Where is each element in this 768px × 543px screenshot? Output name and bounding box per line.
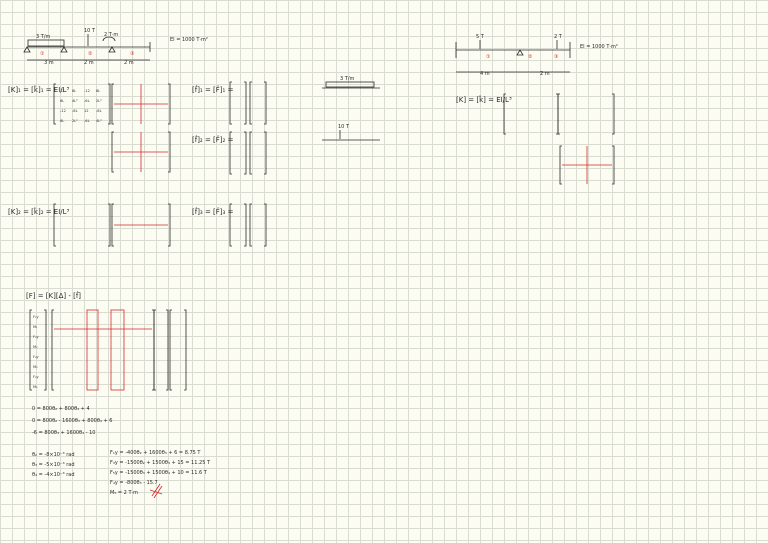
load-right-label: 2 T: [554, 34, 563, 40]
stiffness-k2: [K]₂ = [k̂]₂ = EI/L³: [8, 203, 171, 247]
svg-text:-6L: -6L: [84, 119, 90, 123]
stiffness-right: [K] = [k̂] = EI/L³: [456, 93, 615, 185]
svg-text:12: 12: [60, 89, 65, 93]
local-matrix-k1: 12 6L -12 6L 6L 4L² -6L 2L² -12 -6L 12 -6L 6L 2L² -…: [60, 89, 102, 123]
svg-text:10 T: 10 T: [338, 124, 350, 130]
k2-label: [K]₂ = [k̂]₂ = EI/L³: [8, 208, 70, 216]
svg-text:6L: 6L: [60, 119, 64, 123]
free-body-sketches: 3 T/m 10 T: [322, 76, 380, 141]
svg-text:F₅y: F₅y: [33, 375, 40, 379]
span-c: 2 m: [124, 60, 134, 66]
svg-text:-12: -12: [60, 109, 66, 113]
solve-line-3: -6 = 800θ₃ + 1600θ₄ - 10: [32, 430, 95, 436]
ei-label: EI = 1000 T·m²: [170, 37, 208, 43]
support-icon: [516, 49, 524, 56]
node-label-1: ①: [40, 51, 45, 57]
node-label-1: ①: [486, 54, 491, 60]
f1-label: [f̂]₁ = [F̂]₁ =: [192, 86, 234, 94]
udl-block: [27, 39, 65, 47]
global-equation: [F] = [K][Δ] - [f̂]: [26, 292, 81, 300]
span-a: 4 m: [480, 71, 490, 77]
support-3-icon: [108, 46, 116, 53]
hatch-mark-icon: [149, 483, 163, 499]
span-a: 3 m: [44, 60, 54, 66]
svg-text:-6L: -6L: [84, 99, 90, 103]
reaction-5: M₅ = 2 T·m: [110, 490, 138, 496]
load-left-label: 5 T: [476, 34, 485, 40]
udl-label: 3 T/m: [36, 34, 51, 40]
top-left-beam-diagram: 3 T/m 10 T 2 T·m ① ② ③ 3 m 2 m 2 m EI = …: [23, 28, 208, 66]
ei-label: EI = 1000 T·m²: [580, 44, 618, 50]
support-2-icon: [60, 46, 68, 53]
theta-2: θ₂ = -8×10⁻³ rad: [32, 452, 75, 458]
svg-text:M₂: M₂: [33, 345, 38, 349]
svg-text:-12: -12: [84, 89, 90, 93]
global-system: [F] = [K][Δ] - [f̂] F₁y M₁ F₃y M₂ F₄y M₃…: [26, 292, 187, 391]
reaction-3: F₅y = -1500θ₃ + 1500θ₄ + 10 = 11.6 T: [110, 470, 208, 476]
svg-text:4L²: 4L²: [72, 99, 78, 103]
node-label-3: ③: [130, 51, 134, 57]
svg-text:4L²: 4L²: [96, 119, 102, 123]
theta-results: θ₂ = -8×10⁻³ rad θ₃ = -5×10⁻³ rad θ₄ = -…: [32, 452, 75, 478]
reaction-1: F₁y = -400θ₂ + 1600θ₃ + 6 = 8.75 T: [110, 450, 201, 456]
solve-line-1: 0 = 800θ₂ + 800θ₃ + 4: [32, 406, 90, 412]
support-1-icon: [23, 46, 31, 53]
svg-text:2L²: 2L²: [96, 99, 102, 103]
moment-arc: [102, 36, 116, 42]
svg-text:M₁: M₁: [33, 325, 38, 329]
svg-text:M₅: M₅: [33, 385, 38, 389]
right-beam-diagram: 5 T 2 T ① ② ③ 4 m 2 m EI = 1000 T·m²: [455, 34, 618, 77]
svg-text:-6L: -6L: [72, 109, 78, 113]
span-b: 2 m: [540, 71, 550, 77]
solve-line-2: 0 = 800θ₂ - 1600θ₃ + 800θ₄ + 6: [32, 418, 112, 424]
svg-text:2L²: 2L²: [72, 119, 78, 123]
stiffness-k1: [K]₁ = [k̂]₁ = EI/L³ 12 6L -12 6L 6L 4L² -6L 2…: [8, 83, 171, 173]
moment-label: 2 T·m: [104, 32, 118, 38]
f3-label: [f̂]₃ = [F̂]₃ =: [192, 208, 234, 216]
point-load-label: 10 T: [84, 28, 96, 34]
svg-text:F₁y: F₁y: [33, 315, 40, 319]
svg-text:6L: 6L: [60, 99, 64, 103]
theta-4: θ₄ = -4×10⁻³ rad: [32, 472, 75, 478]
theta-3: θ₃ = -5×10⁻³ rad: [32, 462, 75, 468]
svg-text:3 T/m: 3 T/m: [340, 76, 355, 82]
svg-text:6L: 6L: [96, 89, 100, 93]
fixed-end-forces: [f̂]₁ = [F̂]₁ = [f̂]₂ = [F̂]₂ = [f̂]₃ = …: [192, 81, 267, 247]
node-label-2: ②: [528, 54, 533, 60]
k1-label: [K]₁ = [k̂]₁ = EI/L³: [8, 86, 70, 94]
solution-equations: 0 = 800θ₂ + 800θ₃ + 4 0 = 800θ₂ - 1600θ₃…: [32, 406, 112, 436]
svg-text:6L: 6L: [72, 89, 76, 93]
svg-text:F₄y: F₄y: [33, 355, 40, 359]
span-b: 2 m: [84, 60, 94, 66]
svg-text:M₃: M₃: [33, 365, 38, 369]
node-label-3: ③: [554, 54, 558, 60]
f2-label: [f̂]₂ = [F̂]₂ =: [192, 136, 234, 144]
svg-text:12: 12: [84, 109, 89, 113]
reaction-results: F₁y = -400θ₂ + 1600θ₃ + 6 = 8.75 T F₃y =…: [110, 450, 211, 499]
svg-text:-6L: -6L: [96, 109, 102, 113]
node-label-2: ②: [88, 51, 93, 57]
k-right-label: [K] = [k̂] = EI/L³: [456, 96, 512, 104]
svg-text:F₃y: F₃y: [33, 335, 40, 339]
reaction-2: F₃y = -1500θ₂ + 1500θ₃ + 15 = 11.25 T: [110, 460, 211, 466]
reaction-4: F₄y = -800θ₃ - 15.7: [110, 480, 158, 486]
